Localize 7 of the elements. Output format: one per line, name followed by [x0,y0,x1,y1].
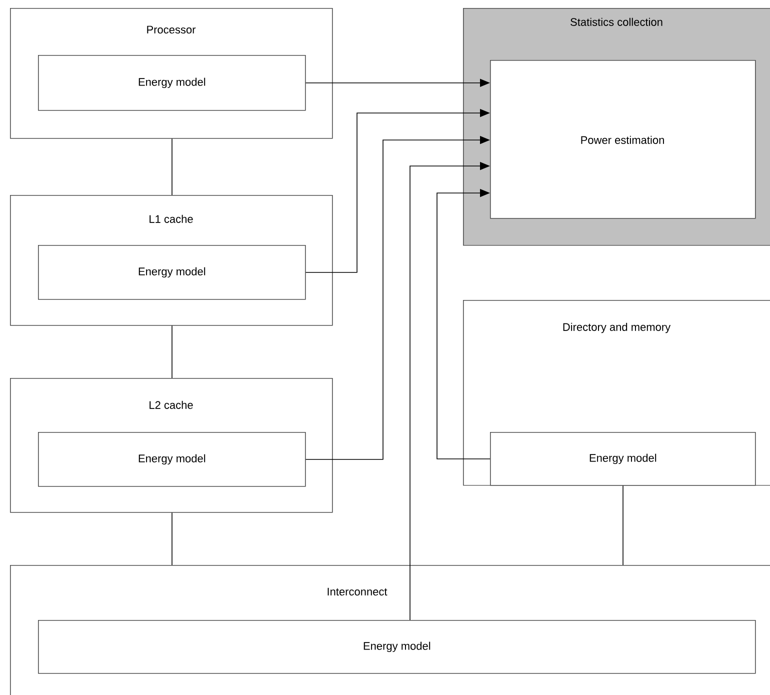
model-box: Energy model [38,245,306,300]
model-box: Energy model [38,55,306,111]
model-box: Energy model [490,432,756,486]
model-box: Energy model [38,432,306,487]
block-box: Power estimation [490,60,756,219]
arrow [436,188,490,460]
model-box: Energy model [38,620,756,674]
